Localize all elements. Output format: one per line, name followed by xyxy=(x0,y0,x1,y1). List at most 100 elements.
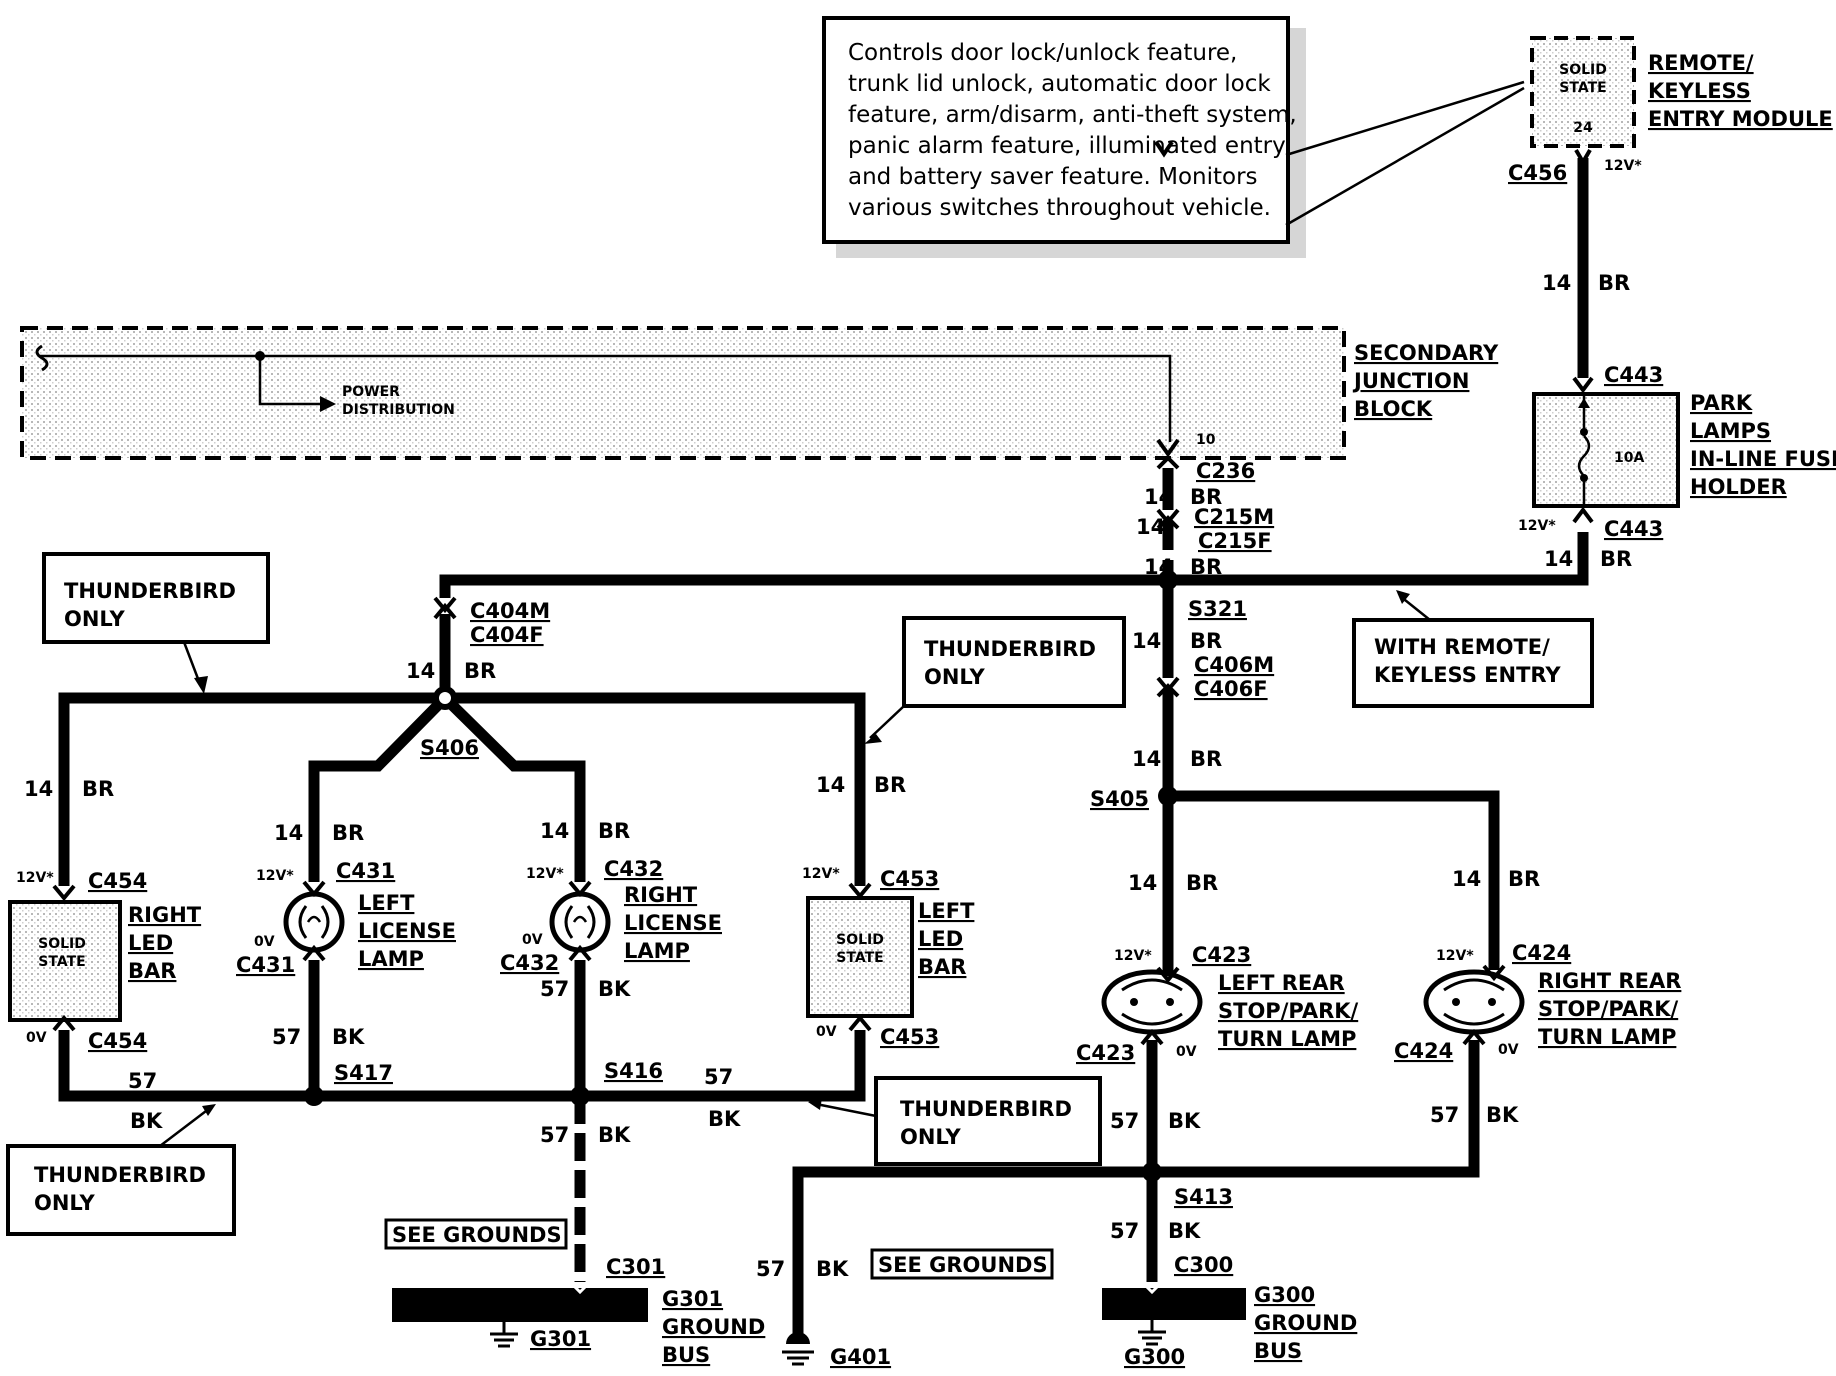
splice-s321 xyxy=(1158,570,1178,590)
sjb-name: JUNCTION xyxy=(1352,369,1469,393)
wire-gauge: 57 xyxy=(540,977,569,1001)
wire-color: BR xyxy=(82,777,114,801)
wire-gauge: 14 xyxy=(1452,867,1481,891)
left-license-lamp-name: LICENSE xyxy=(358,919,456,943)
fuse-icon xyxy=(1577,435,1591,477)
left-rear-lamp: LEFT REAR STOP/PARK/ TURN LAMP xyxy=(1101,966,1359,1051)
wire-color: BR xyxy=(1190,485,1222,509)
wire-gauge: 14 xyxy=(1136,515,1165,539)
splice-label-s417: S417 xyxy=(334,1061,393,1085)
ground-icon xyxy=(490,1322,518,1348)
connector-c404m: C404M xyxy=(470,599,550,623)
right-led-bar-name: RIGHT xyxy=(128,903,202,927)
voltage-12v: 12V* xyxy=(1114,948,1152,964)
ground-bus-g301: G301 G301 GROUND BUS xyxy=(392,1280,765,1367)
g300-bus-name: GROUND xyxy=(1254,1311,1357,1335)
g301-bus-name: GROUND xyxy=(662,1315,765,1339)
wire-color: BK xyxy=(332,1025,365,1049)
voltage-0v: 0V xyxy=(1498,1042,1519,1058)
wire-gauge: 14 xyxy=(540,819,569,843)
rke-chip-label: SOLID xyxy=(1559,62,1607,78)
sjb-name: BLOCK xyxy=(1354,397,1433,421)
right-license-lamp-name: LAMP xyxy=(624,939,690,963)
wire-color: BR xyxy=(1508,867,1540,891)
callout-with-remote-keyless: WITH REMOTE/ KEYLESS ENTRY xyxy=(1352,590,1594,708)
wire-color: BR xyxy=(1600,547,1632,571)
left-license-lamp: LEFT LICENSE LAMP xyxy=(283,880,456,971)
rke-module-name: REMOTE/ xyxy=(1648,51,1754,75)
power-distribution-link xyxy=(258,356,320,406)
callout-text: WITH REMOTE/ xyxy=(1374,635,1550,659)
left-led-bar-name: LED xyxy=(918,927,963,951)
right-license-lamp-name: LICENSE xyxy=(624,911,722,935)
callout-text: KEYLESS ENTRY xyxy=(1374,663,1561,687)
ground-g401: G401 xyxy=(782,1332,891,1369)
ground-label-g300: G300 xyxy=(1124,1345,1185,1369)
splice-s413 xyxy=(1142,1162,1162,1182)
wire-gauge: 57 xyxy=(1430,1103,1459,1127)
voltage-12v: 12V* xyxy=(802,866,840,882)
splice-label-s405: S405 xyxy=(1090,787,1149,811)
wire-gauge: 57 xyxy=(1110,1219,1139,1243)
splice-label-s321: S321 xyxy=(1188,597,1247,621)
wire-gauge: 14 xyxy=(1144,485,1173,509)
left-led-bar-name: BAR xyxy=(918,955,966,979)
callout-thunderbird-only-4: THUNDERBIRD ONLY xyxy=(6,1104,236,1236)
fuse-holder-name: HOLDER xyxy=(1690,475,1787,499)
wire-br-bus-to-s406 xyxy=(439,574,1168,598)
callout-text: THUNDERBIRD xyxy=(34,1163,206,1187)
wire-color: BK xyxy=(708,1107,741,1131)
wire-bk-to-g401 xyxy=(792,1040,1480,1340)
note-line-6: various switches throughout vehicle. xyxy=(848,195,1271,221)
callout-text: THUNDERBIRD xyxy=(64,579,236,603)
wire-gauge: 57 xyxy=(272,1025,301,1049)
note-line-2: trunk lid unlock, automatic door lock xyxy=(848,71,1271,97)
wire-color: BR xyxy=(464,659,496,683)
right-license-lamp-name: RIGHT xyxy=(624,883,698,907)
ground-bus-g300: G300 G300 GROUND BUS xyxy=(1102,1280,1357,1369)
wire-color: BR xyxy=(1190,629,1222,653)
left-led-chip-label: STATE xyxy=(836,950,883,966)
wire-color: BK xyxy=(816,1257,849,1281)
connector-c300: C300 xyxy=(1174,1253,1233,1277)
voltage-0v: 0V xyxy=(816,1024,837,1040)
wire-bk-led-return xyxy=(58,1030,866,1102)
connector-c404f: C404F xyxy=(470,623,544,647)
callout-text: ONLY xyxy=(924,665,986,689)
connector-c431: C431 xyxy=(336,859,395,883)
splice-s405 xyxy=(1158,786,1178,806)
note-line-4: panic alarm feature, illuminated entry xyxy=(848,133,1286,159)
wire-br-to-left-led-bar xyxy=(445,692,866,886)
rke-module-name: KEYLESS xyxy=(1648,79,1751,103)
wire-gauge: 14 xyxy=(1544,547,1573,571)
splice-label-s413: S413 xyxy=(1174,1185,1233,1209)
connector-c431: C431 xyxy=(236,953,295,977)
left-rear-lamp-name: TURN LAMP xyxy=(1218,1027,1356,1051)
splice-label-s416: S416 xyxy=(604,1059,663,1083)
ground-icon xyxy=(786,1332,810,1344)
voltage-12v: 12V* xyxy=(16,870,54,886)
wire-gauge: 14 xyxy=(406,659,435,683)
sjb-name: SECONDARY xyxy=(1354,341,1499,365)
connector-labels: C456 C443 C443 C236 C215M C215F C404M C4… xyxy=(88,161,1663,1279)
g301-bus-name: G301 xyxy=(662,1287,723,1311)
wire-color: BR xyxy=(874,773,906,797)
wire-color: BR xyxy=(1186,871,1218,895)
remote-keyless-entry-module: SOLID STATE 24 REMOTE/ KEYLESS ENTRY MOD… xyxy=(1530,36,1833,148)
rke-module-name: ENTRY MODULE xyxy=(1648,107,1833,131)
fuse-rating: 10A xyxy=(1614,450,1644,466)
callout-thunderbird-only-1: THUNDERBIRD ONLY xyxy=(42,552,270,694)
g300-bus-name: BUS xyxy=(1254,1339,1302,1363)
wire-color: BR xyxy=(1190,747,1222,771)
bulb-icon xyxy=(283,891,345,953)
voltage-12v: 12V* xyxy=(1518,518,1556,534)
power-distribution-label: POWER xyxy=(342,384,400,400)
right-license-lamp: RIGHT LICENSE LAMP xyxy=(549,880,722,963)
voltage-12v: 12V* xyxy=(1604,158,1642,174)
connector-c406m: C406M xyxy=(1194,653,1274,677)
callout-text: THUNDERBIRD xyxy=(924,637,1096,661)
wire-gauge: 57 xyxy=(128,1069,157,1093)
connector-c453: C453 xyxy=(880,867,939,891)
rke-chip-label: STATE xyxy=(1559,80,1606,96)
